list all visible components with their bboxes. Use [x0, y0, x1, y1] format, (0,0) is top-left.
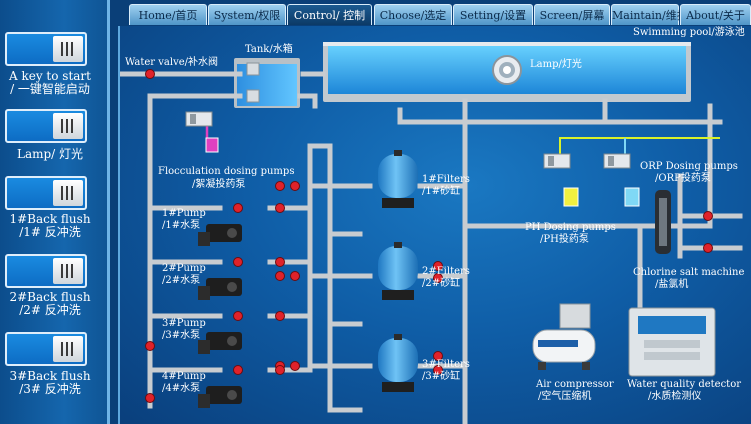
- tab-control[interactable]: Control/ 控制: [287, 4, 372, 25]
- tab-setting[interactable]: Setting/设置: [453, 4, 533, 25]
- flocculation-label-en: Flocculation dosing pumps: [158, 166, 295, 177]
- pump-4-label-cn: /4#水泵: [162, 383, 201, 394]
- filter-3-icon[interactable]: [378, 334, 418, 392]
- wqd-label-cn: /水质检测仪: [648, 391, 702, 402]
- pump-1-icon[interactable]: [198, 224, 242, 246]
- tab-screen[interactable]: Screen/屏幕: [534, 4, 610, 25]
- flocculation-label-cn: /絮凝投药泵: [192, 179, 246, 190]
- pump-3-label-cn: /3#水泵: [162, 330, 201, 341]
- backflush-2-label-en: 2#Back flush: [9, 290, 91, 304]
- filter-2-icon[interactable]: [378, 242, 418, 300]
- tab-about[interactable]: About/关于: [680, 4, 751, 25]
- pump-4-icon[interactable]: [198, 386, 242, 408]
- lamp-toggle[interactable]: [5, 109, 87, 143]
- water-valve-icon: [145, 69, 155, 79]
- ph-dosing-label-cn: /PH投药泵: [540, 234, 589, 245]
- tab-maintain[interactable]: Maintain/维护: [611, 4, 688, 25]
- sidebar: A key to start / 一键智能启动 Lamp/ 灯光 1#Back …: [0, 0, 110, 424]
- tab-home[interactable]: Home/首页: [129, 4, 207, 25]
- backflush-2-label-cn: /2# 反冲洗: [19, 303, 81, 317]
- wqd-label-en: Water quality detector: [627, 379, 741, 390]
- toggle-knob: [53, 258, 83, 284]
- backflush-1-label-cn: /1# 反冲洗: [19, 225, 81, 239]
- lamp-label: Lamp/灯光: [530, 59, 582, 70]
- backflush-1-toggle[interactable]: [5, 176, 87, 210]
- filter-1-label-cn: /1#砂缸: [422, 186, 461, 197]
- filter-2-label-en: 2#Filters: [422, 266, 470, 277]
- toggle-knob: [53, 336, 83, 362]
- filter-1-icon[interactable]: [378, 150, 418, 208]
- toggle-knob: [53, 180, 83, 206]
- orp-dosing-label-cn: /ORP投药泵: [655, 173, 711, 184]
- backflush-3-label-cn: /3# 反冲洗: [19, 382, 81, 396]
- pump-2-icon[interactable]: [198, 278, 242, 300]
- tank-label: Tank/水箱: [245, 44, 293, 55]
- filter-3-label-en: 3#Filters: [422, 359, 470, 370]
- ph-dosing-label-en: PH Dosing pumps: [525, 222, 616, 233]
- toggle-knob: [53, 36, 83, 62]
- water-tank: [234, 58, 300, 108]
- pump-1-label-en: 1#Pump: [162, 208, 206, 219]
- one-key-start-label-cn: / 一键智能启动: [10, 82, 90, 96]
- pump-3-icon[interactable]: [198, 332, 242, 354]
- compressor-label-en: Air compressor: [536, 379, 614, 390]
- lamp-label: Lamp/ 灯光: [16, 147, 84, 161]
- pump-2-label-cn: /2#水泵: [162, 275, 201, 286]
- filter-1-label-en: 1#Filters: [422, 174, 470, 185]
- chlorine-label-cn: /盐氯机: [655, 279, 689, 290]
- tab-choose[interactable]: Choose/选定: [374, 4, 452, 25]
- pool-label: Swimming pool/游泳池: [633, 27, 745, 38]
- lamp-icon[interactable]: [492, 55, 522, 85]
- water-quality-detector-icon[interactable]: [628, 307, 716, 377]
- backflush-3-label-en: 3#Back flush: [9, 369, 91, 383]
- filter-3-label-cn: /3#砂缸: [422, 371, 461, 382]
- chlorine-label-en: Chlorine salt machine: [633, 267, 745, 278]
- piping-diagram: [120, 42, 743, 424]
- backflush-2-toggle[interactable]: [5, 254, 87, 288]
- pump-3-label-en: 3#Pump: [162, 318, 206, 329]
- compressor-label-cn: /空气压缩机: [538, 391, 592, 402]
- tab-bar: Home/首页 System/权限 Control/ 控制 Choose/选定 …: [124, 4, 751, 26]
- chlorine-salt-machine-icon[interactable]: [655, 190, 671, 254]
- filter-2-label-cn: /2#砂缸: [422, 278, 461, 289]
- ph-dosing-pump-icon[interactable]: [543, 153, 579, 207]
- pump-2-label-en: 2#Pump: [162, 263, 206, 274]
- one-key-start-label-en: A key to start: [8, 69, 91, 83]
- control-diagram: Water valve/补水阀 Tank/水箱 Swimming pool/游泳…: [118, 26, 751, 424]
- air-compressor-icon[interactable]: [532, 303, 596, 370]
- one-key-start-toggle[interactable]: [5, 32, 87, 66]
- backflush-3-toggle[interactable]: [5, 332, 87, 366]
- backflush-1-label-en: 1#Back flush: [9, 212, 91, 226]
- toggle-knob: [53, 113, 83, 139]
- water-valve-label: Water valve/补水阀: [125, 57, 219, 68]
- orp-dosing-label-en: ORP Dosing pumps: [640, 161, 738, 172]
- pump-1-label-cn: /1#水泵: [162, 220, 201, 231]
- tab-system[interactable]: System/权限: [208, 4, 286, 25]
- orp-dosing-pump-icon[interactable]: [603, 153, 640, 207]
- pump-4-label-en: 4#Pump: [162, 371, 206, 382]
- flocculation-pump-icon[interactable]: [185, 111, 219, 153]
